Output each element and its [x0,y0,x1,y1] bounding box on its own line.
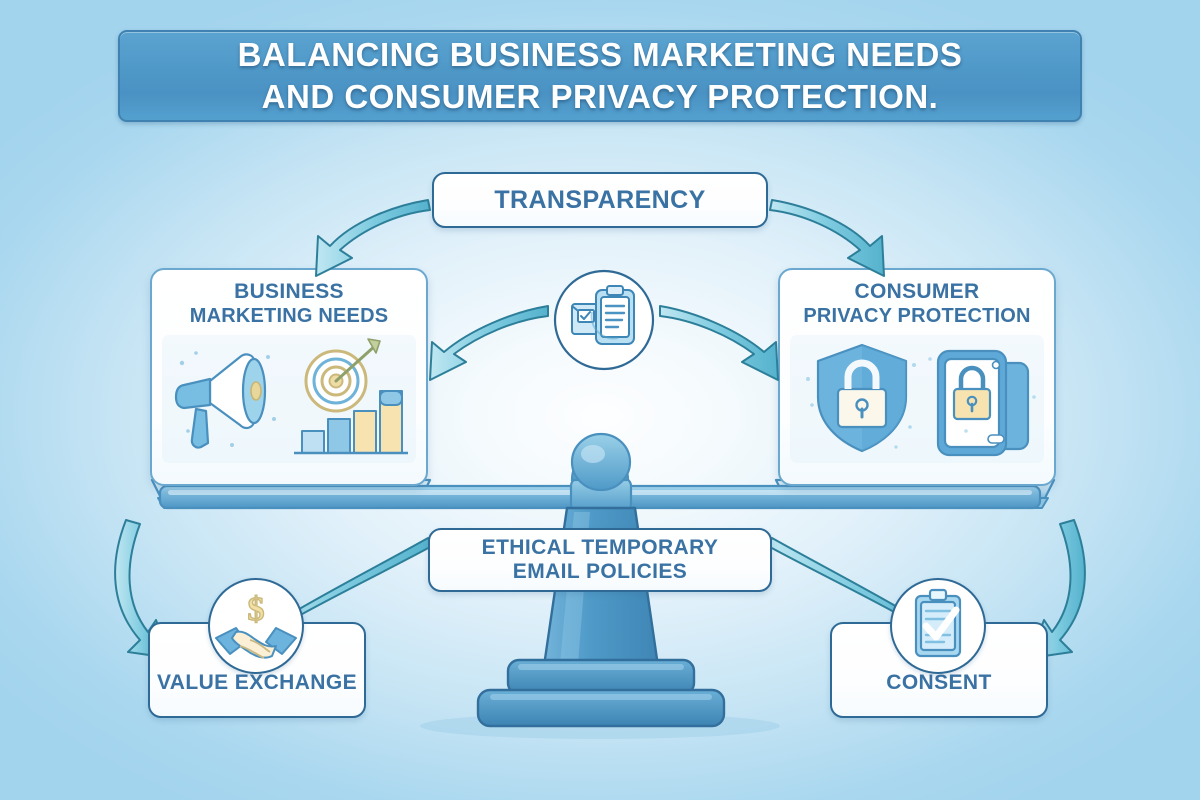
scale-base [476,658,726,728]
handshake-dollar-icon: $ [215,590,297,659]
card-consumer-privacy-protection[interactable]: CONSUMER PRIVACY PROTECTION [778,268,1056,486]
page-title-banner: BALANCING BUSINESS MARKETING NEEDS AND C… [118,30,1082,122]
card-business-illustration [162,335,416,464]
bar-chart-icon [294,390,408,455]
consent-icon-wrapper [890,578,986,674]
card-business-marketing-needs[interactable]: BUSINESS MARKETING NEEDS [150,268,428,486]
transparency-icon-wrapper [552,268,656,372]
scale-fulcrum [569,432,633,514]
arrow-fletching [367,338,381,354]
node-transparency-label: TRANSPARENCY [494,185,706,214]
card-business-title-line1: BUSINESS [234,280,344,303]
value-exchange-icon-wrapper: $ [208,578,304,674]
node-value-exchange-label: VALUE EXCHANGE [156,670,358,694]
card-privacy-illustration [790,335,1044,464]
arrow-center-to-business [429,305,549,381]
node-ethical-email-policies[interactable]: ETHICAL TEMPORARY EMAIL POLICIES [428,528,772,592]
megaphone-icon [174,353,267,449]
node-policies-label: ETHICAL TEMPORARY EMAIL POLICIES [481,535,719,583]
phone-sparkles [928,357,1036,433]
card-privacy-title-line2: PRIVACY PROTECTION [803,305,1031,328]
document-envelope-icon [553,269,655,371]
arrow-transparency-to-privacy [769,199,885,277]
node-consent-label: CONSENT [886,670,992,694]
shield-lock-icon [816,343,908,453]
card-privacy-title-line1: CONSUMER [854,280,980,303]
card-business-title-line2: MARKETING NEEDS [189,305,389,328]
clipboard-check-icon [914,588,962,658]
phone-lock-icon [936,349,1030,457]
arrow-center-to-privacy [659,305,779,381]
arrow-transparency-to-business [315,199,431,277]
shield-sparkles [806,363,916,449]
node-transparency[interactable]: TRANSPARENCY [432,172,768,228]
page-title: BALANCING BUSINESS MARKETING NEEDS AND C… [237,36,963,115]
svg-text:$: $ [248,591,265,628]
megaphone-sparkles [179,351,276,448]
arrow-shaft [334,343,378,383]
